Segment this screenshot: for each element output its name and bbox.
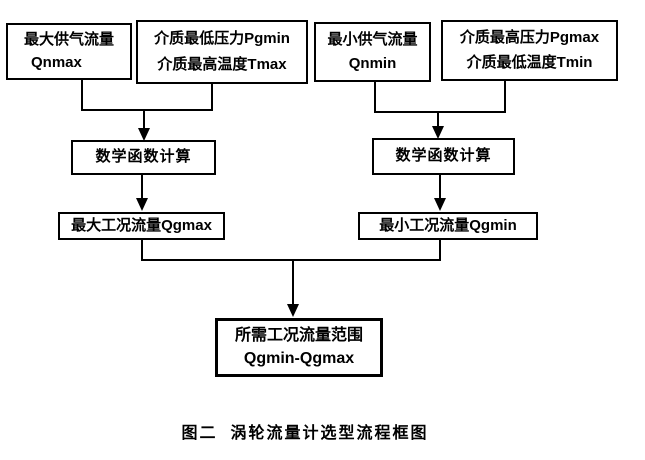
node-label: 最小工况流量Qgmin	[379, 216, 517, 234]
node-math-calc-right: 数学函数计算	[372, 138, 515, 175]
figure-caption: 图二 涡轮流量计选型流程框图	[181, 425, 429, 442]
node-label: 介质最高压力Pgmax	[459, 29, 600, 46]
arrowhead-qgmin	[434, 198, 446, 211]
node-max-supply-flow: 最大供气流量 Qnmax	[6, 23, 132, 80]
node-label: 数学函数计算	[395, 147, 492, 165]
node-label: 最大工况流量Qgmax	[71, 216, 212, 234]
node-label: 数学函数计算	[95, 148, 192, 166]
node-label: 所需工况流量范围	[234, 326, 363, 344]
arrowhead-result	[287, 304, 299, 317]
node-sublabel: Qnmax	[31, 53, 82, 71]
node-required-flow-range: 所需工况流量范围 Qgmin-Qgmax	[215, 318, 383, 377]
node-min-working-flow: 最小工况流量Qgmin	[358, 212, 538, 240]
arrowhead-right-calc	[432, 126, 444, 139]
node-label: 最小供气流量	[327, 30, 418, 48]
node-max-working-flow: 最大工况流量Qgmax	[58, 212, 225, 240]
node-label: 介质最低压力Pgmin	[154, 30, 290, 47]
arrowhead-qgmax	[136, 198, 148, 211]
node-sublabel: 介质最高温度Tmax	[157, 55, 287, 73]
node-sublabel: 介质最低温度Tmin	[466, 53, 593, 71]
node-min-pressure-max-temp: 介质最低压力Pgmin 介质最高温度Tmax	[136, 20, 308, 84]
node-sublabel: Qgmin-Qgmax	[243, 350, 355, 368]
node-math-calc-left: 数学函数计算	[71, 140, 216, 175]
arrowhead-left-calc	[138, 128, 150, 141]
node-sublabel: Qnmin	[348, 54, 397, 72]
node-label: 最大供气流量	[23, 30, 114, 48]
node-min-supply-flow: 最小供气流量 Qnmin	[314, 22, 431, 82]
node-max-pressure-min-temp: 介质最高压力Pgmax 介质最低温度Tmin	[441, 20, 618, 81]
